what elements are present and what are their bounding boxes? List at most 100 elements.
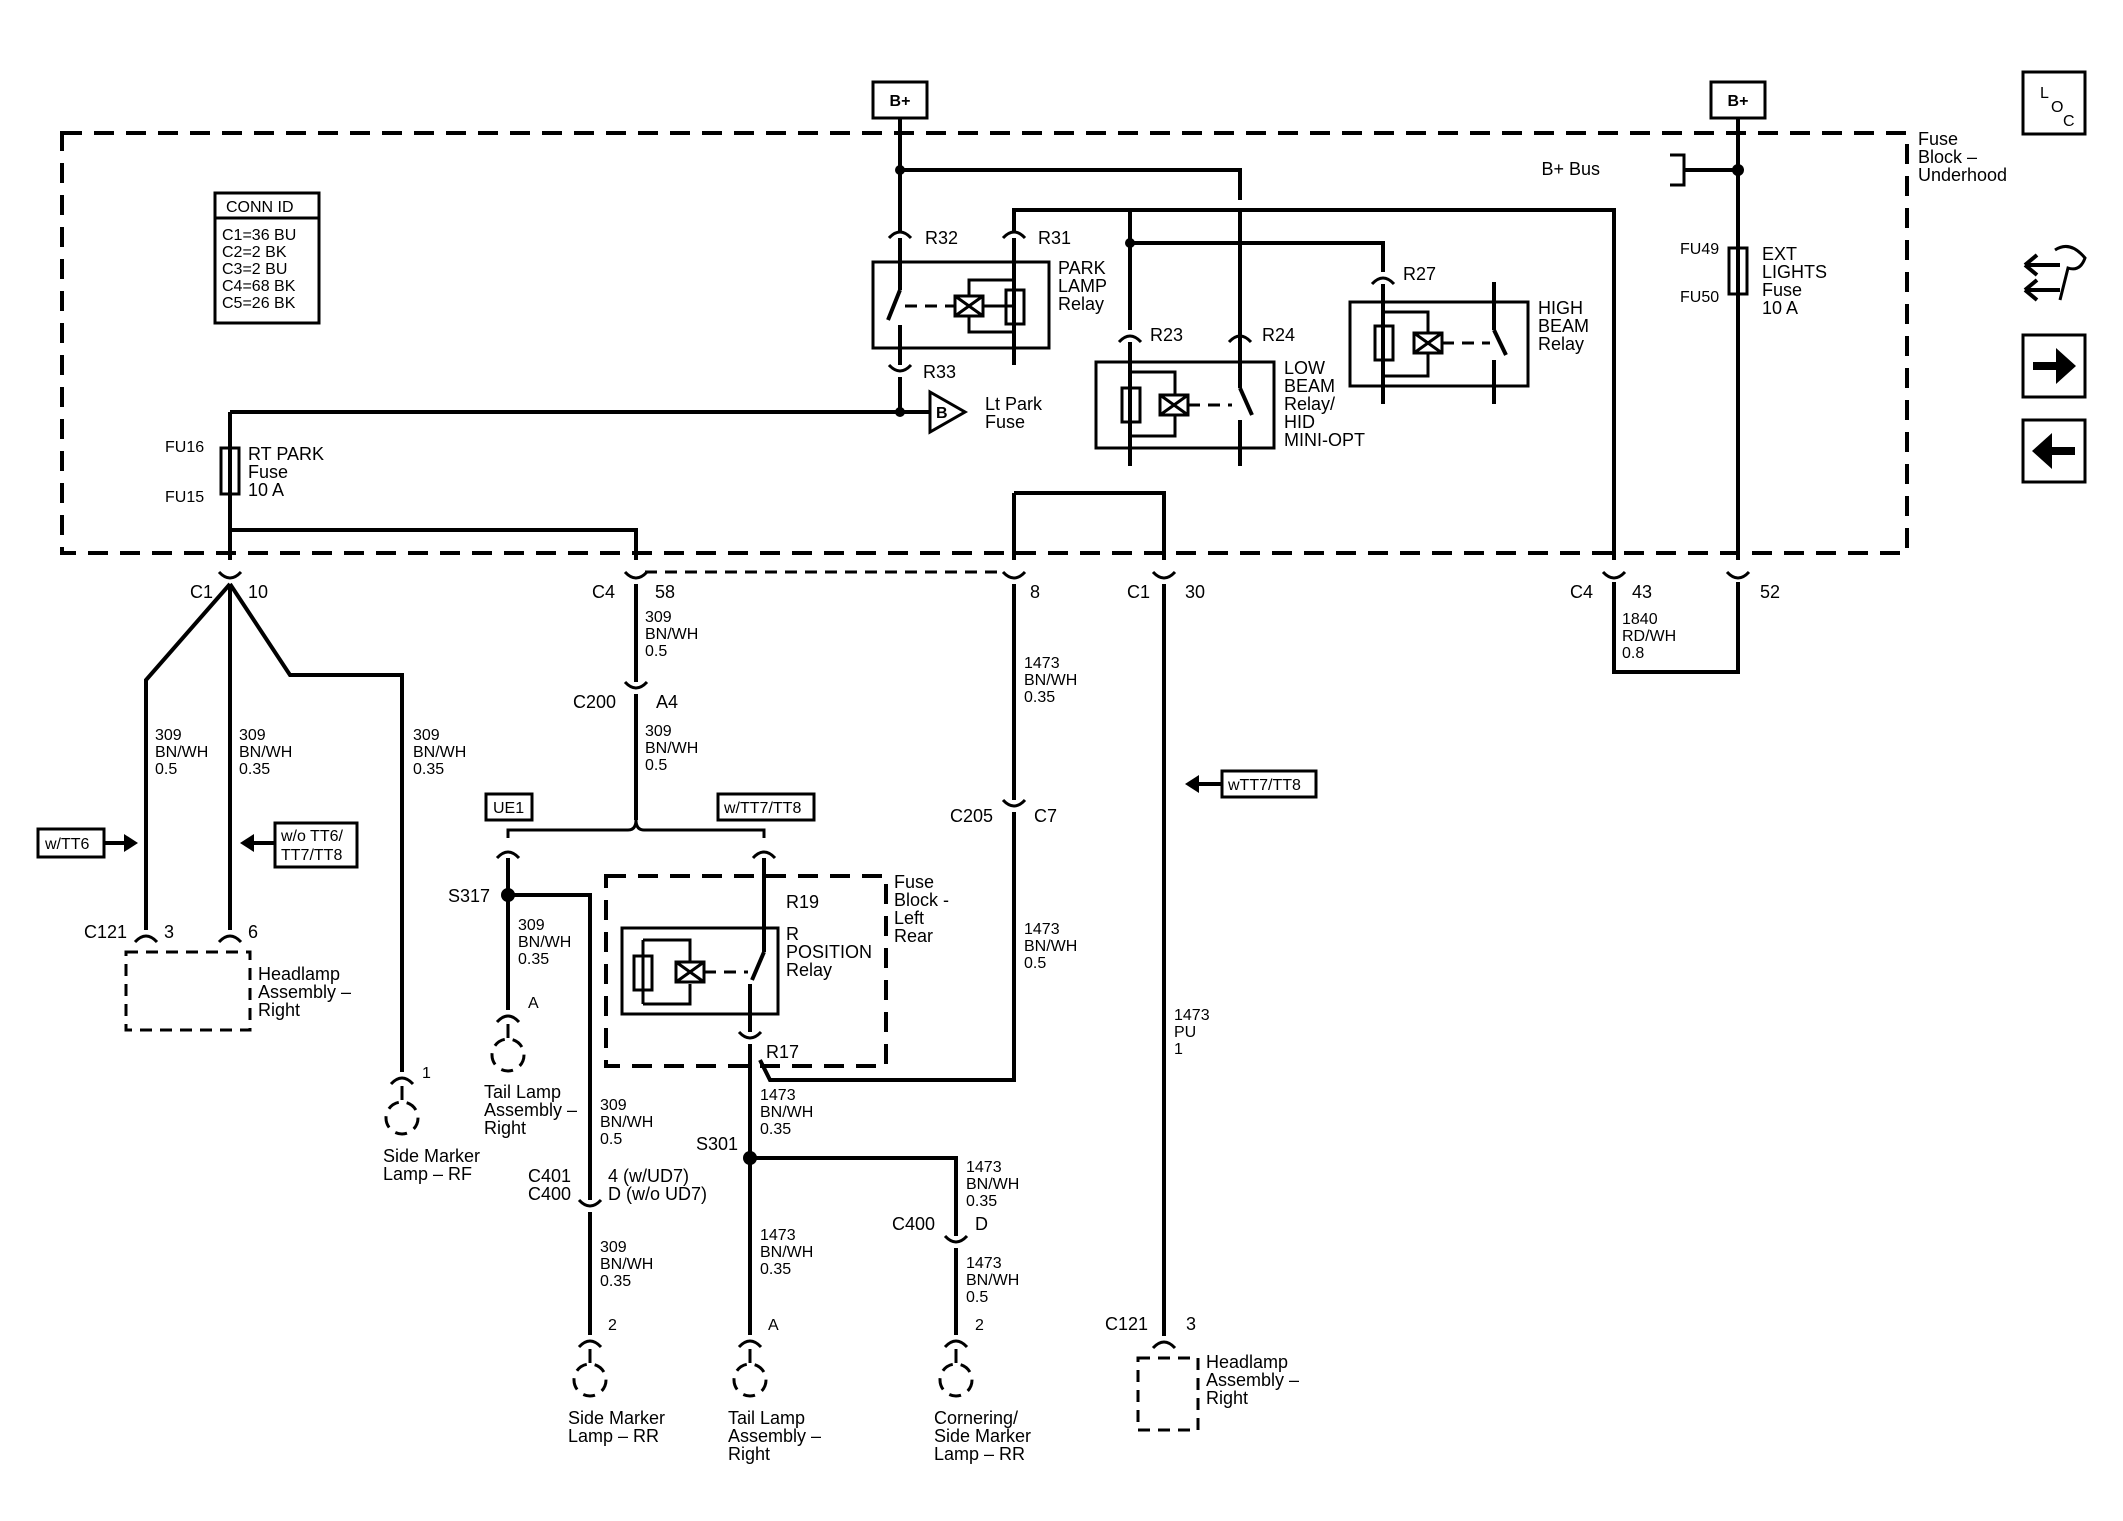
forward-arrow-icon[interactable] — [2021, 333, 2087, 399]
bplus-left-box: B+ — [871, 80, 929, 120]
conn-id-row: C4=68 BK — [222, 278, 296, 295]
relay-label: Relay/ — [1284, 394, 1335, 414]
option-label: wTT7/TT8 — [1227, 777, 1301, 794]
wire-label: 1473 — [966, 1159, 1002, 1176]
wire-label: 1473 — [1174, 1007, 1210, 1024]
wire-label: 0.5 — [155, 761, 177, 778]
wire-label: 309 — [413, 727, 440, 744]
bplus-label: B+ — [1728, 93, 1749, 110]
relay-label: Relay — [1058, 294, 1104, 314]
ext-lights-fuse: FU49 FU50 EXT LIGHTS Fuse 10 A — [1680, 241, 1827, 318]
label-line: Left — [894, 908, 924, 928]
conn-pin: C7 — [1034, 806, 1057, 826]
bplus-label: B+ — [890, 93, 911, 110]
component-label: Side Marker — [568, 1408, 665, 1428]
relay-label: MINI-OPT — [1284, 430, 1365, 450]
fuse-block-left-rear-outline — [604, 874, 888, 1068]
wire-label: BN/WH — [600, 1256, 653, 1273]
wire-label: BN/WH — [155, 744, 208, 761]
label-line: Underhood — [1918, 165, 2007, 185]
wire-label: 0.5 — [600, 1131, 622, 1148]
side-marker-lamp-rf: 1 Side Marker Lamp – RF — [383, 1065, 480, 1184]
connector-c205: C205 C7 — [950, 798, 1057, 826]
wire-loop — [1014, 491, 1166, 560]
component-label: Headlamp — [258, 964, 340, 984]
wire-label: 0.35 — [760, 1121, 791, 1138]
component-label: Lamp – RR — [934, 1444, 1025, 1464]
bplus-bus-label: B+ Bus — [1541, 159, 1600, 179]
r17-label: R17 — [766, 1042, 799, 1062]
conn-id-row: C3=2 BU — [222, 261, 287, 278]
component-label: Right — [1206, 1388, 1248, 1408]
loc-l: L — [2040, 85, 2049, 102]
wire-label: 0.35 — [1024, 689, 1055, 706]
connector-c121-right: C121 3 — [1105, 1314, 1196, 1350]
wire-label: 309 — [239, 727, 266, 744]
relay-label: BEAM — [1538, 316, 1589, 336]
option-label: w/TT7/TT8 — [723, 800, 801, 817]
lt-park-fuse-label: Fuse — [985, 412, 1025, 432]
wire-label: 0.5 — [645, 757, 667, 774]
component-label: Side Marker — [934, 1426, 1031, 1446]
loc-icon[interactable]: L O C — [2021, 70, 2087, 136]
wire-label: BN/WH — [413, 744, 466, 761]
conn-pin: A — [768, 1317, 779, 1334]
component-label: Tail Lamp — [728, 1408, 805, 1428]
high-beam-relay: R27 HIGH BEAM Relay — [1348, 264, 1589, 404]
conn-pin: 30 — [1185, 582, 1205, 602]
fuse-label: Fuse — [1762, 280, 1802, 300]
wire-r17-s301 — [748, 1044, 958, 1335]
wire-309-s317-label: 309 BN/WH 0.35 — [518, 917, 571, 968]
conn-name: C121 — [1105, 1314, 1148, 1334]
wire-1473-r17-label: 1473 BN/WH 0.35 — [760, 1087, 813, 1138]
conn-pin: A4 — [656, 692, 678, 712]
conn-name: C200 — [573, 692, 616, 712]
rt-park-fuse: FU16 FU15 RT PARK Fuse 10 A — [165, 412, 638, 560]
connector-c401-c400: C401 C400 4 (w/UD7) D (w/o UD7) — [528, 1166, 707, 1208]
loc-c: C — [2063, 113, 2075, 130]
conn-pin: 8 — [1030, 582, 1040, 602]
back-arrow-icon[interactable] — [2021, 418, 2087, 484]
c1-10-branches — [144, 582, 404, 1072]
tail-lamp-b: A Tail Lamp Assembly – Right — [728, 1317, 821, 1464]
wire-label: 0.35 — [600, 1273, 631, 1290]
wire-1840-loop — [1612, 582, 1740, 674]
wire-label: 0.35 — [966, 1193, 997, 1210]
conn-pin: 58 — [655, 582, 675, 602]
option-w-tt6: w/TT6 — [36, 827, 138, 859]
option-w-tt7-tt8-right: wTT7/TT8 — [1185, 769, 1318, 799]
relay-label: POSITION — [786, 942, 872, 962]
wire-label: 1473 — [760, 1227, 796, 1244]
r31-label: R31 — [1038, 228, 1071, 248]
wire-label: BN/WH — [239, 744, 292, 761]
wrench-arrows-icon[interactable] — [2023, 244, 2087, 302]
component-label: Lamp – RF — [383, 1164, 472, 1184]
terminal — [751, 850, 777, 860]
connector-pin-8: 8 — [1001, 570, 1040, 602]
relay-label: LAMP — [1058, 276, 1107, 296]
connector-c200: C200 A4 — [573, 680, 678, 712]
wire-label: RD/WH — [1622, 628, 1676, 645]
r32-label: R32 — [925, 228, 958, 248]
r33-label: R33 — [923, 362, 956, 382]
wire-309-left3-label: 309 BN/WH 0.35 — [413, 727, 466, 778]
conn-id-title: CONN ID — [226, 199, 294, 216]
low-beam-relay: R23 R24 LOW BEAM Relay/ HID MINI-OPT — [1094, 325, 1365, 466]
option-label: UE1 — [493, 800, 524, 817]
relay-label: HID — [1284, 412, 1315, 432]
option-label: TT7/TT8 — [281, 847, 342, 864]
wire-label: BN/WH — [760, 1104, 813, 1121]
component-label: Tail Lamp — [484, 1082, 561, 1102]
r23-label: R23 — [1150, 325, 1183, 345]
wire-c7-to-r17 — [758, 812, 1016, 1082]
wire-label: BN/WH — [966, 1272, 1019, 1289]
wire-label: 309 — [600, 1097, 627, 1114]
fu49-label: FU49 — [1680, 241, 1719, 258]
option-split-bracket — [506, 819, 766, 838]
option-wo-tt6: w/o TT6/ TT7/TT8 — [240, 821, 359, 869]
power-bus-wires — [895, 118, 1744, 560]
conn-pin: D — [975, 1214, 988, 1234]
component-label: Assembly – — [484, 1100, 577, 1120]
conn-pin: D (w/o UD7) — [608, 1184, 707, 1204]
